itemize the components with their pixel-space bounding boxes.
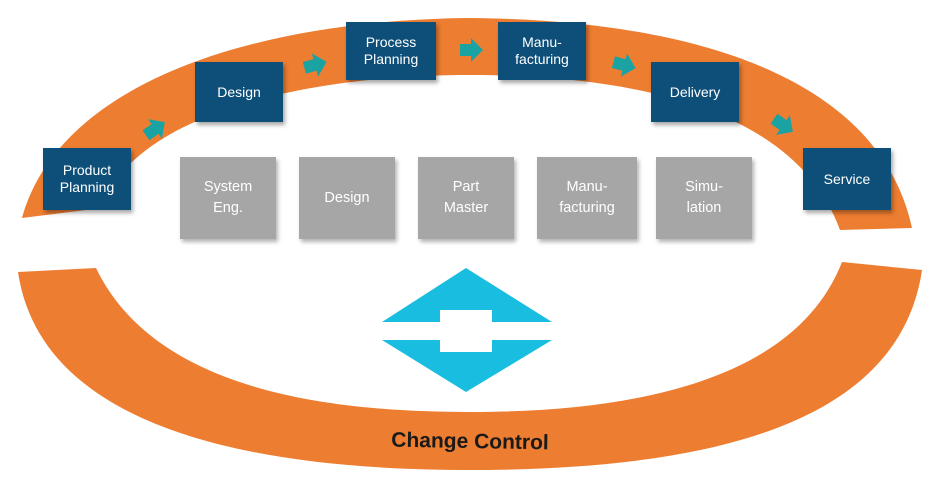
double-arrow-icon <box>382 268 552 392</box>
stage-service: Service <box>803 148 891 210</box>
area-part-master: Part Master <box>418 157 514 239</box>
area-simulation: Simu- lation <box>656 157 752 239</box>
area-design: Design <box>299 157 395 239</box>
chevron-right-icon <box>770 113 793 135</box>
chevron-right-icon <box>611 53 636 77</box>
area-manufacturing: Manu- facturing <box>537 157 637 239</box>
stage-design: Design <box>195 62 283 122</box>
chevron-right-icon <box>460 38 483 62</box>
stage-delivery: Delivery <box>651 62 739 122</box>
stage-process-planning: Process Planning <box>346 22 436 80</box>
area-system-eng: System Eng. <box>180 157 276 239</box>
stage-product-planning: Product Planning <box>43 148 131 210</box>
lower-arc-band <box>18 262 922 470</box>
stage-manufacturing: Manu- facturing <box>498 22 586 80</box>
chevron-right-icon <box>142 119 165 141</box>
change-control-label: Change Control <box>391 428 549 455</box>
chevron-right-icon <box>302 53 327 77</box>
